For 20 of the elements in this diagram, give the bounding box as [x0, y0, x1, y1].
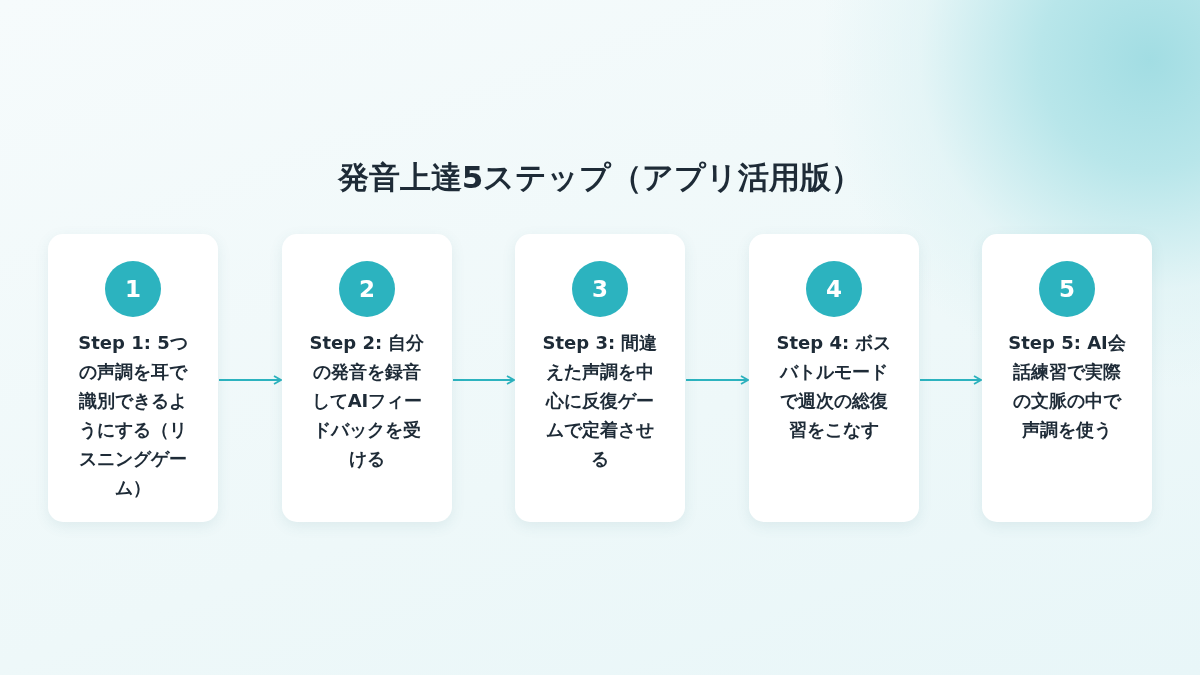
step-number-circle: 2 [339, 261, 395, 317]
step-number-circle: 4 [806, 261, 862, 317]
step-number-circle: 1 [105, 261, 161, 317]
arrow [218, 375, 282, 385]
step-card [982, 234, 1152, 522]
step-card [515, 234, 685, 522]
step-card [749, 234, 919, 522]
step-card [48, 234, 218, 522]
step-text: Step 5: AI会話練習で実際の文脈の中で声調を使う [1008, 331, 1126, 442]
step-text: Step 1: 5つの声調を耳で識別できるようにする（リスニングゲーム） [77, 331, 189, 500]
step-text: Step 4: ボスバトルモードで週次の総復習をこなす [775, 331, 893, 442]
step-card [282, 234, 452, 522]
step-text: Step 2: 自分の発音を録音してAIフィードバックを受ける [308, 331, 426, 471]
step-number-circle: 3 [572, 261, 628, 317]
arrow [919, 375, 982, 385]
step-text: Step 3: 間違えた声調を中心に反復ゲームで定着させる [541, 331, 659, 471]
arrow [685, 375, 749, 385]
arrow [452, 375, 515, 385]
step-number-circle: 5 [1039, 261, 1095, 317]
title: 発音上達5ステップ（アプリ活用版） [336, 158, 864, 197]
